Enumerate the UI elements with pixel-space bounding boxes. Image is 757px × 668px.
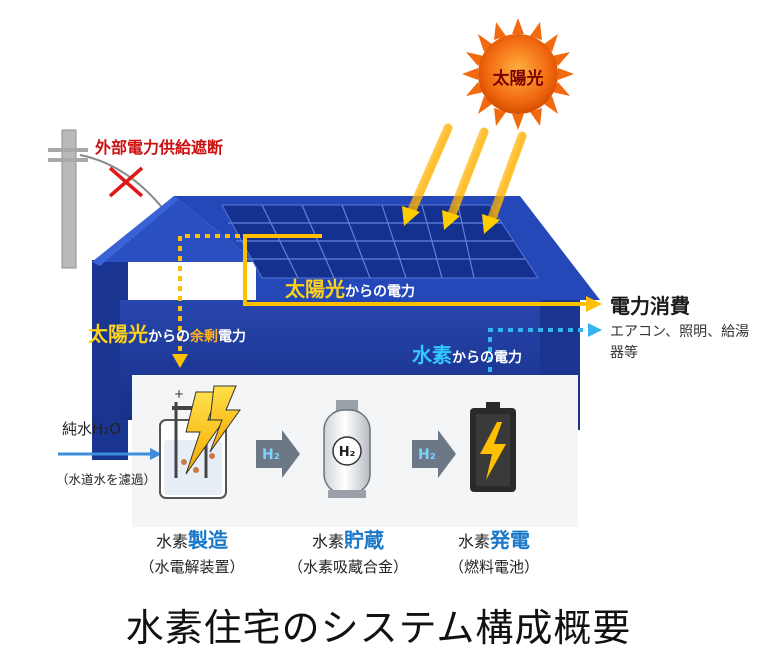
surplus-power-flow-line xyxy=(172,234,240,368)
step-production-accent: 製造 xyxy=(188,528,228,552)
water-input-arrow xyxy=(58,448,162,460)
surplus-middle: からの xyxy=(148,329,190,345)
hydrogen-power-highlight: 水素 xyxy=(412,343,452,367)
hydrogen-power-flow-line xyxy=(488,323,602,372)
h2-arrow-2 xyxy=(412,430,456,478)
solar-power-rest: からの電力 xyxy=(345,284,415,300)
step-storage-sub: （水素吸蔵合金） xyxy=(287,558,408,576)
cut-mark-icon xyxy=(108,166,144,198)
sun-icon xyxy=(462,18,574,130)
sun-label: 太陽光 xyxy=(492,69,544,89)
pure-water-note: （水道水を濾過） xyxy=(56,472,157,487)
battery-icon xyxy=(470,402,516,492)
hydrogen-power-label: 水素からの電力 xyxy=(412,339,522,368)
surplus-rest: 電力 xyxy=(218,329,246,345)
step-production-label: 水素製造 xyxy=(112,524,272,553)
solar-power-flow-line xyxy=(243,234,602,312)
step-storage-label: 水素貯蔵 xyxy=(268,524,428,553)
pure-water-label: 純水H₂O xyxy=(62,420,122,438)
h2-arrow-1 xyxy=(256,430,300,478)
external-power-cut-label: 外部電力供給遮断 xyxy=(95,138,224,157)
power-line xyxy=(79,154,169,216)
hydrogen-tank-icon xyxy=(323,400,371,498)
utility-pole xyxy=(48,129,169,269)
electrolyzer-icon xyxy=(159,385,241,499)
step-production-prefix: 水素 xyxy=(155,532,188,551)
solar-power-label: 太陽光からの電力 xyxy=(285,273,415,302)
step-generation-label: 水素発電 xyxy=(414,524,574,553)
surplus-accent: 余剰 xyxy=(190,329,218,345)
h2-arrow-1-label: H₂ xyxy=(262,447,280,463)
plus-sign: + xyxy=(174,387,184,401)
step-storage-prefix: 水素 xyxy=(311,532,344,551)
surplus-highlight: 太陽光 xyxy=(88,322,148,346)
solar-panels xyxy=(221,204,539,279)
sun-rays xyxy=(402,123,527,234)
tank-h2-label: H₂ xyxy=(339,445,356,460)
diagram-title: 水素住宅のシステム構成概要 xyxy=(125,606,632,650)
power-consumption-items: エアコン、照明、給湯器等 xyxy=(610,324,750,361)
surplus-power-label: 太陽光からの余剰電力 xyxy=(88,318,246,347)
step-generation-prefix: 水素 xyxy=(457,532,490,551)
step-storage-accent: 貯蔵 xyxy=(344,528,384,552)
h2-arrow-2-label: H₂ xyxy=(418,447,436,463)
step-generation-accent: 発電 xyxy=(490,528,530,552)
hydrogen-power-rest: からの電力 xyxy=(452,350,522,366)
step-production-sub: （水電解装置） xyxy=(139,558,245,576)
power-consumption-title: 電力消費 xyxy=(610,294,690,318)
solar-power-highlight: 太陽光 xyxy=(285,277,345,301)
step-generation-sub: （燃料電池） xyxy=(448,558,539,576)
